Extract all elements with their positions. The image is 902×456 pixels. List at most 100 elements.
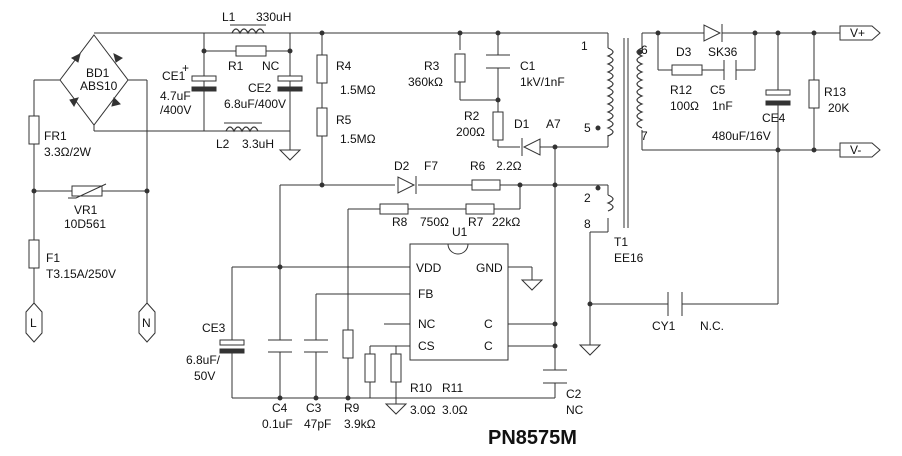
resistor-r1: R1 NC [228, 45, 280, 73]
f1-value: T3.15A/250V [46, 267, 116, 281]
connector-neutral: N [138, 302, 156, 343]
u1-pin-c2: C [484, 339, 493, 353]
c3-value: 47pF [304, 417, 331, 431]
capacitor-cy1: CY1 N.C. [652, 292, 724, 333]
cy1-value: N.C. [700, 319, 724, 333]
fuse-f1: F1 T3.15A/250V [28, 239, 116, 281]
c3-ref: C3 [306, 401, 322, 415]
r1-value: NC [262, 59, 280, 73]
r12-ref: R12 [670, 83, 692, 97]
resistor-r7: R7 22kΩ [465, 203, 520, 229]
r5-ref: R5 [336, 113, 352, 127]
resistor-r11: R11 3.0Ω [390, 353, 468, 417]
ground-symbol-ce2 [278, 149, 302, 161]
connector-live: L [25, 302, 43, 343]
resistor-r9: R9 3.9kΩ [342, 329, 376, 431]
d2-ref: D2 [394, 159, 410, 173]
inductor-l1: L1 330uH [222, 10, 291, 35]
t1-pin1: 1 [581, 39, 588, 53]
d3-ref: D3 [676, 45, 692, 59]
bd1-ref: BD1 [86, 66, 110, 80]
r5-value: 1.5MΩ [340, 132, 376, 146]
junctions [31, 30, 817, 401]
c2-ref: C2 [566, 387, 582, 401]
capacitor-c3: C3 47pF [304, 339, 331, 431]
output-vneg-label: V- [850, 143, 861, 157]
r7-ref: R7 [468, 215, 484, 229]
output-terminal-vneg: V- [839, 142, 881, 158]
r9-ref: R9 [344, 401, 360, 415]
resistor-r13: R13 20K [808, 79, 849, 115]
fr1-ref: FR1 [44, 129, 67, 143]
resistor-r5: R5 1.5MΩ [316, 107, 376, 146]
capacitor-c5: C5 1nF [710, 60, 737, 113]
ground-symbol-secondary [578, 344, 602, 356]
r3-value: 360kΩ [408, 75, 443, 89]
r11-value: 3.0Ω [442, 403, 468, 417]
vr1-value: 10D561 [64, 217, 106, 231]
r8-value: 750Ω [420, 215, 449, 229]
c2-value: NC [566, 403, 584, 417]
c5-ref: C5 [710, 83, 726, 97]
t1-value: EE16 [614, 251, 644, 265]
ce3-value2: 50V [194, 369, 215, 383]
inductor-l2: L2 3.3uH [216, 122, 274, 151]
ce2-ref: CE2 [248, 81, 272, 95]
resistor-r10: R10 3.0Ω [364, 353, 436, 417]
t1-pin6: 6 [641, 43, 648, 57]
capacitor-ce4: CE4 480uF/16V [712, 89, 791, 143]
r4-value: 1.5MΩ [340, 83, 376, 97]
r7-value: 22kΩ [492, 215, 520, 229]
r6-ref: R6 [470, 159, 486, 173]
u1-pin-fb: FB [418, 287, 433, 301]
ce1-value2: /400V [160, 103, 191, 117]
r8-ref: R8 [392, 215, 408, 229]
r1-ref: R1 [228, 59, 244, 73]
resistor-r2: R2 200Ω [456, 109, 504, 141]
r3-ref: R3 [424, 59, 440, 73]
ce4-value: 480uF/16V [712, 129, 771, 143]
bridge-rectifier-bd1: BD1 ABS10 [59, 34, 204, 132]
d2-value: F7 [424, 159, 438, 173]
capacitor-c4: C4 0.1uF [262, 339, 293, 431]
r9-value: 3.9kΩ [344, 417, 376, 431]
capacitor-ce2: CE2 6.8uF/400V [224, 75, 303, 111]
r11-ref: R11 [442, 381, 463, 395]
output-terminal-vpos: V+ [839, 25, 881, 41]
r13-value: 20K [828, 101, 849, 115]
bd1-value: ABS10 [80, 79, 118, 93]
r10-ref: R10 [410, 381, 432, 395]
d3-value: SK36 [708, 45, 738, 59]
varistor-vr1: VR1 10D561 [64, 183, 106, 231]
capacitor-c2: C2 NC [543, 369, 584, 417]
resistor-r6: R6 2.2Ω [470, 159, 522, 191]
t1-pin7: 7 [641, 129, 648, 143]
t1-pin2: 2 [584, 191, 591, 205]
fusible-resistor-fr1: FR1 3.3Ω/2W [28, 115, 92, 159]
d1-ref: D1 [514, 117, 530, 131]
capacitor-ce1: + CE1 4.7uF /400V [160, 61, 217, 117]
r2-value: 200Ω [456, 125, 485, 139]
l1-ref: L1 [222, 10, 236, 24]
ce1-value1: 4.7uF [160, 89, 191, 103]
u1-pin-nc: NC [418, 317, 436, 331]
resistor-r12: R12 100Ω [670, 64, 703, 113]
diode-d2: D2 F7 [394, 159, 438, 194]
resistor-r3: R3 360kΩ [408, 53, 466, 89]
cy1-ref: CY1 [652, 319, 676, 333]
t1-pin5: 5 [584, 121, 591, 135]
r6-value: 2.2Ω [496, 159, 522, 173]
u1-ref: U1 [452, 225, 468, 239]
u1-pin-c1: C [484, 317, 493, 331]
capacitor-c1: C1 1kV/1nF [486, 54, 565, 89]
c5-value: 1nF [712, 99, 733, 113]
ce4-ref: CE4 [762, 111, 786, 125]
r4-ref: R4 [336, 59, 352, 73]
vr1-ref: VR1 [74, 203, 98, 217]
l2-ref: L2 [216, 137, 230, 151]
diode-d1: D1 A7 [514, 117, 561, 156]
ic-u1: U1 VDD GND FB NC C CS C [409, 225, 509, 361]
schematic-title: PN8575M [488, 427, 577, 449]
ground-symbol-u1 [520, 279, 544, 291]
